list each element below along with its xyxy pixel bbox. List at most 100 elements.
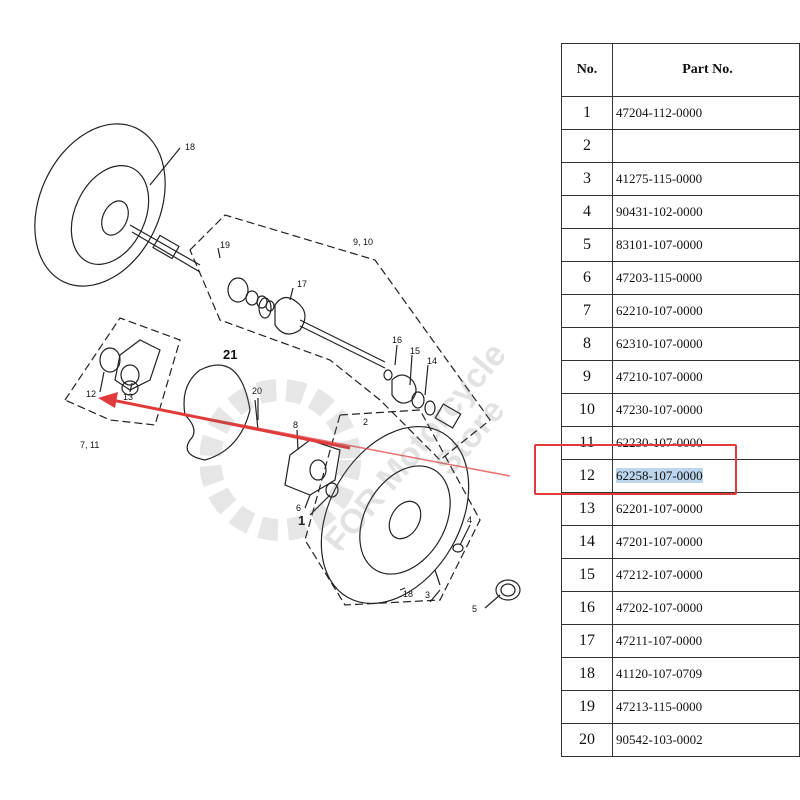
highlight-box xyxy=(534,444,737,495)
lower-wheel-tire xyxy=(320,425,470,605)
row-number: 7 xyxy=(561,294,613,328)
row-part-number[interactable]: 62230-107-0000 xyxy=(612,426,800,460)
row-part-number[interactable]: 47230-107-0000 xyxy=(612,393,800,427)
row-number: 4 xyxy=(561,195,613,229)
label-18-lower: 18 xyxy=(403,589,413,599)
upper-wheel-tire xyxy=(34,123,166,287)
part-number-text[interactable]: 47213-115-0000 xyxy=(616,699,703,714)
row-number: 19 xyxy=(561,690,613,724)
row-number: 1 xyxy=(561,96,613,130)
upper-wheel-hub xyxy=(101,200,129,236)
part-number-text[interactable]: 62201-107-0000 xyxy=(616,501,703,516)
row-number: 6 xyxy=(561,261,613,295)
row-number: 14 xyxy=(561,525,613,559)
part-number-text[interactable]: 47230-107-0000 xyxy=(616,402,703,417)
row-part-number[interactable]: 47210-107-0000 xyxy=(612,360,800,394)
part-number-text[interactable]: 41120-107-0709 xyxy=(616,666,703,681)
label-6: 6 xyxy=(296,503,301,513)
row-number: 13 xyxy=(561,492,613,526)
label-5: 5 xyxy=(472,604,477,614)
dashed-box-7-11 xyxy=(64,317,181,426)
red-arrow xyxy=(98,392,511,477)
part-number-text[interactable]: 47201-107-0000 xyxy=(616,534,703,549)
row-number: 15 xyxy=(561,558,613,592)
row-part-number[interactable]: 47204-112-0000 xyxy=(612,96,800,130)
label-9-10: 9, 10 xyxy=(353,237,373,247)
row-part-number[interactable]: 47203-115-0000 xyxy=(612,261,800,295)
row-part-number[interactable]: 83101-107-0000 xyxy=(612,228,800,262)
part-number-text[interactable]: 41275-115-0000 xyxy=(616,171,703,186)
part-number-text[interactable]: 47202-107-0000 xyxy=(616,600,703,615)
part-number-text[interactable]: 62210-107-0000 xyxy=(616,303,703,318)
label-21: 21 xyxy=(223,347,237,362)
label-18-upper: 18 xyxy=(185,142,195,152)
part-number-text[interactable]: 62258-107-0000 xyxy=(616,468,703,483)
table-row: 2 xyxy=(561,129,800,163)
row-part-number[interactable]: 90431-102-0000 xyxy=(612,195,800,229)
parts-diagram: 18 9, 10 19 17 16 15 14 21 20 12 13 7, 1… xyxy=(34,123,521,614)
label-8: 8 xyxy=(293,420,298,430)
hub-cap xyxy=(495,579,521,601)
row-part-number[interactable]: 47213-115-0000 xyxy=(612,690,800,724)
part-number-text[interactable]: 47212-107-0000 xyxy=(616,567,703,582)
row-part-number[interactable]: 62258-107-0000 xyxy=(612,459,800,493)
part-number-text[interactable]: 47210-107-0000 xyxy=(616,369,703,384)
label-15: 15 xyxy=(410,346,420,356)
row-part-number[interactable]: 62210-107-0000 xyxy=(612,294,800,328)
row-number: 20 xyxy=(561,723,613,757)
row-part-number[interactable]: 62310-107-0000 xyxy=(612,327,800,361)
upper-wheel-rim xyxy=(70,165,150,265)
row-part-number[interactable]: 47211-107-0000 xyxy=(612,624,800,658)
header-part-no: Part No. xyxy=(612,43,800,97)
part-number-text[interactable]: 47203-115-0000 xyxy=(616,270,703,285)
header-no: No. xyxy=(561,43,613,97)
row-part-number[interactable]: 90542-103-0002 xyxy=(612,723,800,757)
brake-disc xyxy=(183,364,251,461)
row-part-number[interactable]: 47201-107-0000 xyxy=(612,525,800,559)
label-20: 20 xyxy=(252,386,262,396)
label-7-11: 7, 11 xyxy=(80,440,99,450)
label-12: 12 xyxy=(86,389,96,399)
label-2: 2 xyxy=(363,417,368,427)
part-number-text[interactable]: 62230-107-0000 xyxy=(616,435,703,450)
row-number: 2 xyxy=(561,129,613,163)
lower-wheel-rim xyxy=(359,465,451,575)
row-part-number[interactable]: 41275-115-0000 xyxy=(612,162,800,196)
part-number-text[interactable]: 90431-102-0000 xyxy=(616,204,703,219)
label-1: 1 xyxy=(298,513,305,528)
row-part-number[interactable]: 41120-107-0709 xyxy=(612,657,800,691)
row-part-number[interactable]: 62201-107-0000 xyxy=(612,492,800,526)
label-4: 4 xyxy=(467,515,472,525)
row-part-number[interactable]: 47212-107-0000 xyxy=(612,558,800,592)
row-number: 12 xyxy=(561,459,613,493)
table-header-row: No. Part No. xyxy=(561,43,800,97)
row-part-number[interactable] xyxy=(612,129,800,163)
dashed-box-lower xyxy=(304,409,481,606)
row-part-number[interactable]: 47202-107-0000 xyxy=(612,591,800,625)
row-number: 3 xyxy=(561,162,613,196)
part-number-text[interactable]: 90542-103-0002 xyxy=(616,732,703,747)
row-number: 8 xyxy=(561,327,613,361)
label-19: 19 xyxy=(220,240,230,250)
wheel-hub xyxy=(284,439,341,496)
part-number-text[interactable]: 47211-107-0000 xyxy=(616,633,703,648)
part-number-text[interactable]: 83101-107-0000 xyxy=(616,237,703,252)
part-number-text[interactable]: 62310-107-0000 xyxy=(616,336,703,351)
row-number: 5 xyxy=(561,228,613,262)
part-number-text[interactable]: 47204-112-0000 xyxy=(616,105,703,120)
label-17: 17 xyxy=(297,279,307,289)
